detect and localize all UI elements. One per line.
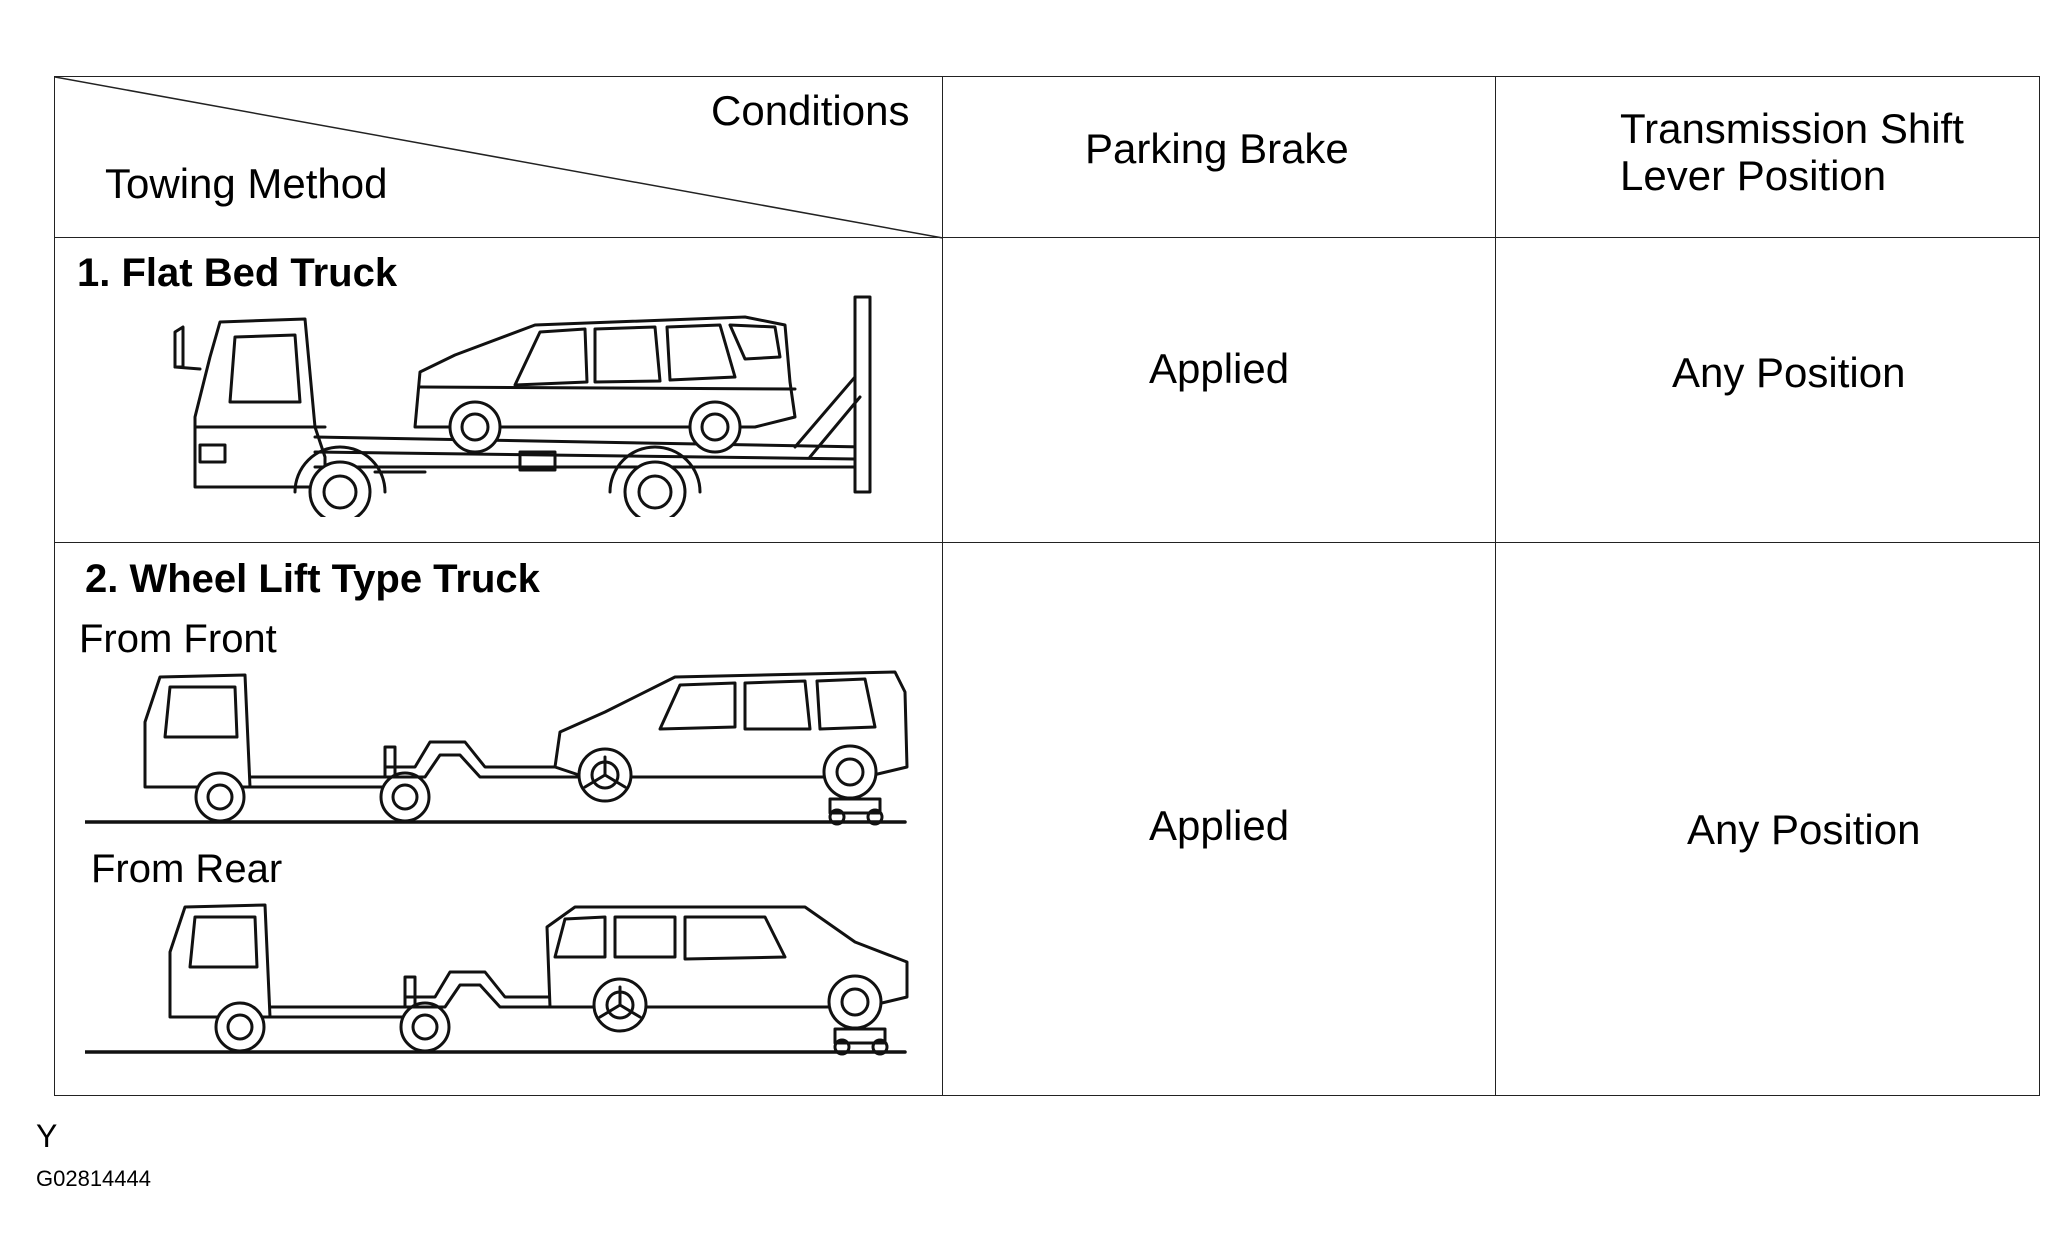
footer-letter: Y <box>36 1118 58 1154</box>
shift-lever-header-line2: Lever Position <box>1620 152 1887 199</box>
towing-table: Conditions Towing Method Parking Brake T… <box>54 76 2040 1096</box>
header-divider <box>55 237 2039 238</box>
row2-parking-brake: Applied <box>1149 802 1290 849</box>
wheel-lift-front-illustration <box>85 637 955 837</box>
column-divider-2 <box>1495 77 1496 1095</box>
parking-brake-header: Parking Brake <box>1085 125 1349 172</box>
towing-method-label: Towing Method <box>105 160 388 207</box>
shift-lever-header-line1: Transmission Shift <box>1620 105 1964 152</box>
row2-title: 2. Wheel Lift Type Truck <box>85 557 540 601</box>
from-front-label: From Front <box>79 617 277 661</box>
flat-bed-truck-illustration <box>155 277 895 517</box>
row1-shift-position: Any Position <box>1672 349 1906 396</box>
row2-shift-position: Any Position <box>1687 806 1921 853</box>
wheel-lift-rear-illustration <box>85 867 955 1067</box>
row1-parking-brake: Applied <box>1149 345 1290 392</box>
column-divider-1 <box>942 77 943 1095</box>
figure-code: G02814444 <box>36 1166 151 1191</box>
conditions-label: Conditions <box>711 87 910 134</box>
row1-title: 1. Flat Bed Truck <box>77 251 398 295</box>
from-rear-label: From Rear <box>91 847 283 891</box>
header-diagonal <box>55 77 943 239</box>
row-divider <box>55 542 2039 543</box>
